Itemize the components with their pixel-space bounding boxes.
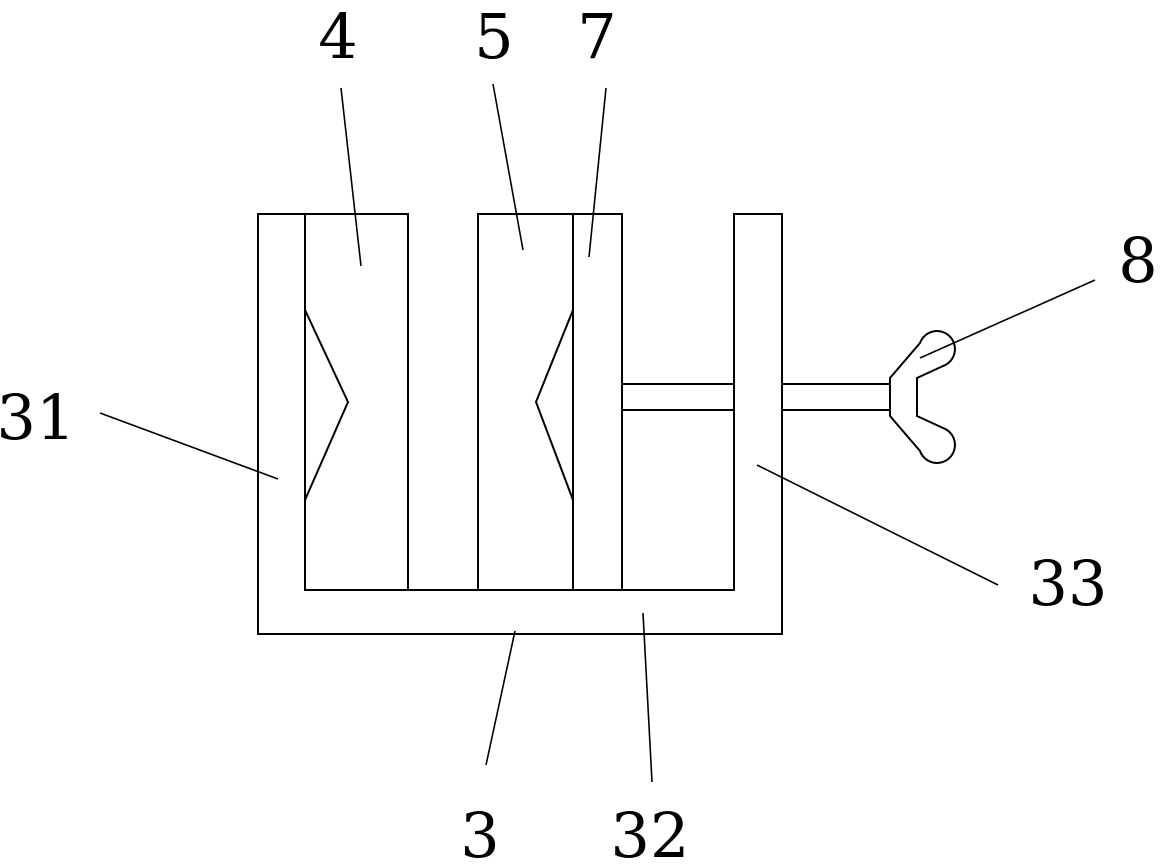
leader-3 (485, 630, 516, 766)
push-plate-7 (572, 213, 623, 591)
leader-8 (919, 279, 1096, 359)
screw-rod (622, 383, 890, 411)
ref-label-33: 33 (1029, 547, 1108, 620)
ref-label-4: 4 (318, 0, 357, 73)
leader-31 (99, 412, 279, 480)
ref-label-8: 8 (1118, 224, 1157, 297)
ref-label-7: 7 (577, 0, 616, 73)
ref-label-31: 31 (0, 381, 75, 454)
ref-label-3: 3 (460, 799, 499, 867)
ref-label-32: 32 (611, 799, 690, 867)
clamp-block-4 (304, 213, 409, 591)
u-frame (257, 213, 783, 635)
leader-7 (588, 87, 607, 258)
v-groove-5 (534, 309, 574, 501)
v-groove-4 (304, 309, 350, 501)
wing-nut-8 (889, 330, 956, 464)
leader-5 (492, 83, 524, 251)
ref-label-5: 5 (474, 0, 513, 73)
leader-33 (756, 464, 999, 586)
leader-32 (642, 612, 653, 783)
leader-4 (340, 87, 362, 267)
clamp-block-5 (477, 213, 574, 591)
